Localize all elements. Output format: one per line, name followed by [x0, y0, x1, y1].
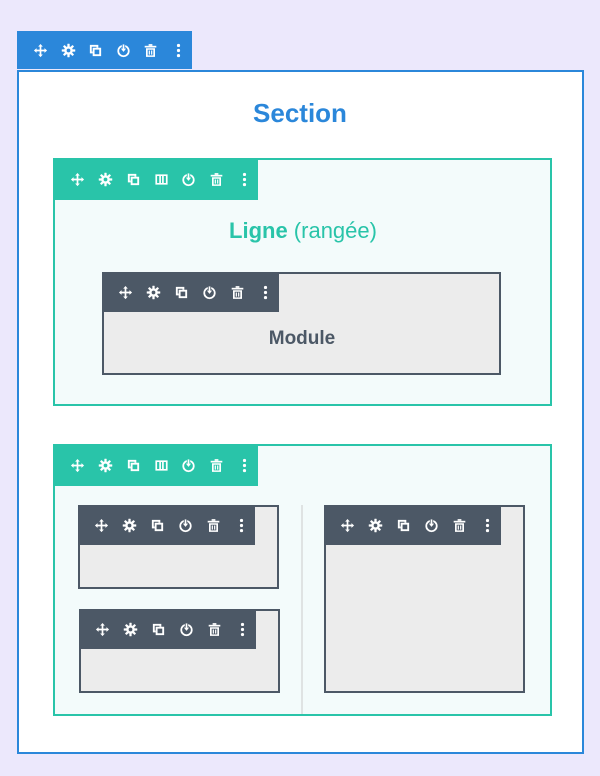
- trash-icon[interactable]: [199, 505, 227, 545]
- gear-icon[interactable]: [92, 158, 120, 200]
- gear-icon[interactable]: [140, 272, 168, 312]
- gear-icon[interactable]: [92, 444, 120, 486]
- row-title: Ligne (rangée): [54, 218, 552, 244]
- section-toolbar: [17, 31, 192, 69]
- section-title: Section: [253, 98, 347, 128]
- move-icon[interactable]: [89, 609, 117, 649]
- duplicate-icon[interactable]: [119, 158, 147, 200]
- row-toolbar-2: [53, 444, 258, 486]
- duplicate-icon[interactable]: [82, 31, 110, 69]
- module-toolbar-3: [79, 609, 256, 649]
- module-toolbar-2: [78, 505, 255, 545]
- more-icon[interactable]: [473, 505, 501, 545]
- move-icon[interactable]: [334, 505, 362, 545]
- row-title-strong: Ligne: [229, 218, 288, 243]
- module-label: Module: [268, 328, 336, 349]
- save-icon[interactable]: [110, 31, 138, 69]
- gear-icon[interactable]: [55, 31, 83, 69]
- gear-icon[interactable]: [117, 609, 145, 649]
- more-icon[interactable]: [230, 444, 258, 486]
- move-icon[interactable]: [64, 158, 92, 200]
- save-icon[interactable]: [172, 609, 200, 649]
- trash-icon[interactable]: [200, 609, 228, 649]
- move-icon[interactable]: [64, 444, 92, 486]
- move-icon[interactable]: [27, 31, 55, 69]
- columns-icon[interactable]: [147, 444, 175, 486]
- gear-icon[interactable]: [116, 505, 144, 545]
- trash-icon[interactable]: [445, 505, 473, 545]
- module-toolbar-1: [102, 272, 279, 312]
- columns-icon[interactable]: [147, 158, 175, 200]
- more-icon[interactable]: [227, 505, 255, 545]
- save-icon[interactable]: [175, 444, 203, 486]
- save-icon[interactable]: [171, 505, 199, 545]
- duplicate-icon[interactable]: [145, 609, 173, 649]
- duplicate-icon[interactable]: [168, 272, 196, 312]
- trash-icon[interactable]: [137, 31, 165, 69]
- trash-icon[interactable]: [203, 158, 231, 200]
- save-icon[interactable]: [195, 272, 223, 312]
- move-icon[interactable]: [112, 272, 140, 312]
- duplicate-icon[interactable]: [119, 444, 147, 486]
- duplicate-icon[interactable]: [144, 505, 172, 545]
- row-title-rest: (rangée): [287, 218, 377, 243]
- save-icon[interactable]: [175, 158, 203, 200]
- module-toolbar-4: [324, 505, 501, 545]
- duplicate-icon[interactable]: [390, 505, 418, 545]
- more-icon[interactable]: [165, 31, 193, 69]
- trash-icon[interactable]: [223, 272, 251, 312]
- more-icon[interactable]: [251, 272, 279, 312]
- save-icon[interactable]: [417, 505, 445, 545]
- move-icon[interactable]: [88, 505, 116, 545]
- more-icon[interactable]: [228, 609, 256, 649]
- trash-icon[interactable]: [203, 444, 231, 486]
- row-toolbar-1: [53, 158, 258, 200]
- more-icon[interactable]: [230, 158, 258, 200]
- gear-icon[interactable]: [362, 505, 390, 545]
- column-divider: [301, 505, 303, 714]
